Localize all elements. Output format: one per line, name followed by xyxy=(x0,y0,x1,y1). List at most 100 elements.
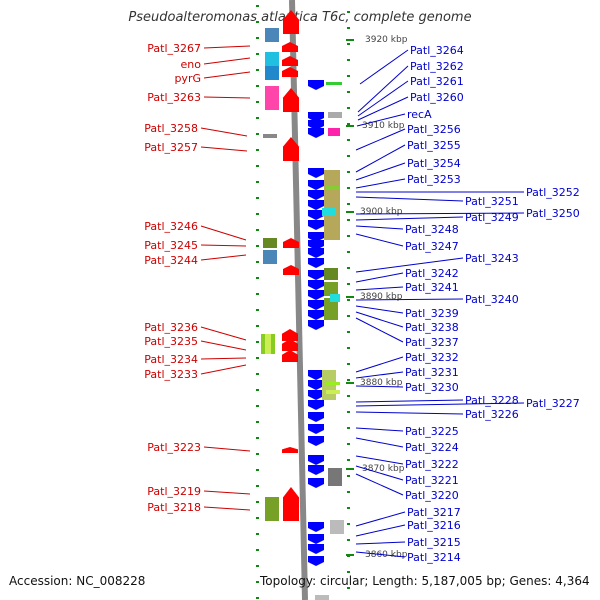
right-leader-line xyxy=(357,96,409,121)
right-gene-label: Patl_3222 xyxy=(405,458,459,471)
right-leader-line xyxy=(355,311,404,328)
right-leader-line xyxy=(355,356,404,373)
right-gene-label: Patl_3256 xyxy=(407,123,461,136)
axis-tick xyxy=(347,539,350,541)
gene-arrow-forward xyxy=(282,339,298,351)
axis-tick xyxy=(347,363,350,365)
axis-tick xyxy=(347,571,350,573)
gene-block xyxy=(265,66,279,80)
right-leader-line xyxy=(355,298,464,301)
right-gene-label: Patl_3226 xyxy=(465,408,519,421)
axis-tick xyxy=(347,411,350,413)
axis-tick xyxy=(347,171,350,173)
right-gene-label: Patl_3261 xyxy=(410,75,464,88)
axis-tick xyxy=(256,5,259,7)
scale-label: 3880 kbp xyxy=(360,378,403,388)
right-leader-line xyxy=(355,272,404,283)
gene-arrow-reverse xyxy=(308,556,324,566)
gene-arrow-reverse xyxy=(308,120,324,130)
right-leader-line xyxy=(355,455,404,465)
gene-block xyxy=(324,268,338,280)
gene-arrow-reverse xyxy=(308,522,324,532)
axis-tick xyxy=(256,341,259,343)
axis-tick xyxy=(256,389,259,391)
axis-tick xyxy=(256,421,259,423)
right-leader-line xyxy=(355,402,525,407)
right-gene-label: Patl_3240 xyxy=(465,293,519,306)
right-leader-line xyxy=(355,551,406,558)
right-gene-label: Patl_3216 xyxy=(407,519,461,532)
axis-tick xyxy=(347,315,350,317)
scale-label: 3920 kbp xyxy=(365,35,408,45)
axis-tick xyxy=(256,581,259,583)
gene-arrow-forward xyxy=(282,56,298,66)
right-leader-line xyxy=(355,473,404,496)
right-gene-label: Patl_3227 xyxy=(526,397,580,410)
scale-tick xyxy=(346,211,354,213)
gene-arrow-reverse xyxy=(308,280,324,290)
right-gene-label: Patl_3241 xyxy=(405,281,459,294)
scale-label: 3870 kbp xyxy=(362,464,405,474)
right-gene-label: Patl_3247 xyxy=(405,240,459,253)
right-leader-line xyxy=(355,437,404,448)
gene-arrow-forward xyxy=(282,67,298,77)
topology-text: Topology: circular; Length: 5,187,005 bp… xyxy=(260,574,590,588)
gene-arrow-reverse xyxy=(308,436,324,446)
axis-tick xyxy=(256,501,259,503)
axis-tick xyxy=(347,443,350,445)
right-gene-label: Patl_3255 xyxy=(407,139,461,152)
axis-tick xyxy=(347,299,350,301)
gene-block xyxy=(324,282,338,296)
left-gene-label: Patl_3235 xyxy=(144,335,198,348)
axis-tick xyxy=(256,293,259,295)
gene-block xyxy=(322,208,336,216)
axis-tick xyxy=(347,475,350,477)
right-gene-label: Patl_3254 xyxy=(407,157,461,170)
left-gene-label: Patl_3263 xyxy=(147,91,201,104)
scale-tick xyxy=(346,296,354,298)
axis-tick xyxy=(256,69,259,71)
gene-arrow-reverse xyxy=(308,300,324,310)
axis-tick xyxy=(347,11,350,13)
gene-arrow-forward xyxy=(283,137,299,161)
left-gene-label: Patl_3244 xyxy=(144,254,198,267)
axis-tick xyxy=(347,587,350,589)
axis-tick xyxy=(256,469,259,471)
axis-tick xyxy=(256,261,259,263)
axis-tick xyxy=(347,75,350,77)
gene-block xyxy=(324,170,340,240)
left-leader-line xyxy=(200,146,248,152)
right-leader-line xyxy=(355,178,406,189)
gene-arrow-reverse xyxy=(308,112,324,122)
gene-arrow-forward xyxy=(283,497,299,521)
axis-tick xyxy=(256,149,259,151)
gene-arrow-reverse xyxy=(308,290,324,300)
axis-tick xyxy=(256,85,259,87)
accession-text: Accession: NC_008228 xyxy=(9,574,146,588)
gene-arrow-reverse xyxy=(308,310,324,320)
axis-tick xyxy=(347,219,350,221)
right-leader-line xyxy=(355,524,406,537)
left-leader-line xyxy=(200,244,247,247)
right-leader-line xyxy=(355,196,464,202)
right-gene-label: Patl_3248 xyxy=(405,223,459,236)
axis-tick xyxy=(256,101,259,103)
right-leader-line xyxy=(355,216,464,221)
right-gene-label: recA xyxy=(407,108,432,121)
axis-tick xyxy=(256,229,259,231)
right-gene-label: Patl_3264 xyxy=(410,44,464,57)
axis-tick xyxy=(256,549,259,551)
gene-block xyxy=(265,86,279,110)
right-leader-line xyxy=(357,80,409,117)
right-leader-line xyxy=(355,511,406,527)
gene-block xyxy=(315,595,329,600)
gene-block xyxy=(324,298,338,320)
left-leader-line xyxy=(200,326,247,341)
right-leader-line xyxy=(355,305,404,314)
gene-arrow-reverse xyxy=(308,400,324,410)
left-leader-line xyxy=(203,57,251,65)
gene-block xyxy=(330,294,340,302)
gene-arrow-reverse xyxy=(308,210,324,220)
left-gene-label: Patl_3233 xyxy=(144,368,198,381)
